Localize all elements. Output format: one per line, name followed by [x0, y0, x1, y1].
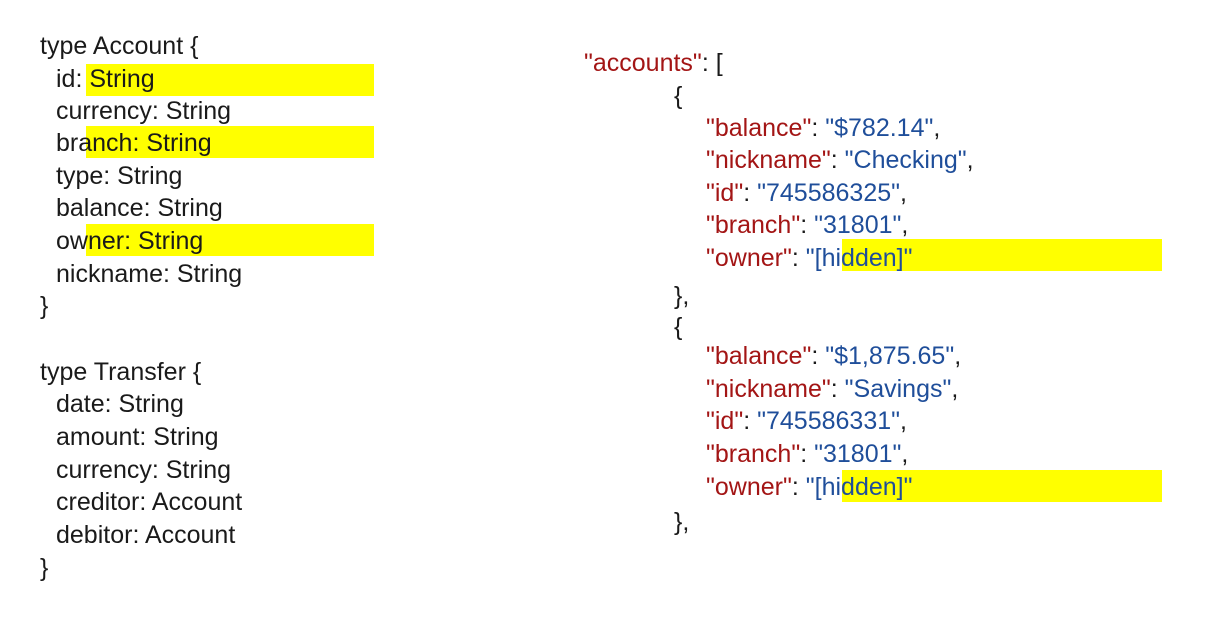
field-text-highlighted: ner: String [87, 227, 204, 255]
transfer-field-amount: amount: String [56, 423, 219, 451]
json-field-id: "id": "745586325", [706, 179, 907, 207]
json-value: "Savings" [844, 375, 952, 403]
highlight-account-owner [86, 224, 374, 256]
json-close-brace: }, [674, 508, 690, 536]
transfer-field-date: date: String [56, 390, 184, 418]
json-accounts-line: "accounts": [ [584, 48, 723, 78]
json-key: "balance" [706, 114, 812, 142]
field-text: balance: String [56, 194, 223, 222]
json-key: "nickname" [706, 375, 831, 403]
highlight-owner-1 [842, 239, 1162, 271]
json-value-highlighted: idden]" [835, 244, 913, 272]
json-value: "745586331" [757, 407, 901, 435]
field-text: ow [56, 227, 88, 255]
json-key: "nickname" [706, 146, 831, 174]
json-key: "balance" [706, 342, 812, 370]
json-field-owner: "owner": "[hidden]" [706, 473, 913, 501]
json-value-highlighted: idden]" [835, 473, 913, 501]
json-field-branch: "branch": "31801", [706, 440, 909, 468]
account-field-currency: currency: String [56, 96, 231, 126]
account-field-owner: owner: String [56, 226, 203, 256]
json-field-balance: "balance": "$1,875.65", [706, 342, 962, 370]
json-value: "[h [805, 244, 836, 272]
json-field-owner: "owner": "[hidden]" [706, 244, 913, 272]
transfer-field-debitor: debitor: Account [56, 521, 236, 549]
field-text-highlighted: nch: String [92, 129, 212, 157]
field-text: nickname: String [56, 260, 243, 288]
highlight-account-branch [86, 126, 374, 158]
field-text: currency: String [56, 97, 232, 125]
type-account-header: type Account { [40, 32, 199, 60]
transfer-field-creditor: creditor: Account [56, 488, 243, 516]
json-field-branch: "branch": "31801", [706, 211, 909, 239]
json-key: "accounts" [584, 49, 702, 77]
json-key: "owner" [706, 244, 792, 272]
account-field-id: id: String [56, 64, 155, 94]
highlight-account-id [86, 64, 374, 96]
json-punct: : [ [701, 49, 723, 77]
json-open-brace: { [674, 82, 683, 110]
account-field-type: type: String [56, 161, 182, 191]
type-transfer-close: } [40, 554, 49, 582]
json-key: "id" [706, 179, 744, 207]
json-field-nickname: "nickname": "Savings", [706, 375, 959, 403]
json-value: "745586325" [757, 179, 901, 207]
field-text-highlighted: String [89, 65, 155, 93]
json-field-id: "id": "745586331", [706, 407, 907, 435]
json-value: "[h [805, 473, 836, 501]
account-field-branch: branch: String [56, 128, 212, 158]
type-account-close: } [40, 292, 49, 320]
type-transfer-header: type Transfer { [40, 358, 202, 386]
transfer-field-currency: currency: String [56, 456, 232, 484]
json-open-brace: { [674, 313, 683, 341]
field-text: id: [56, 65, 90, 93]
json-field-nickname: "nickname": "Checking", [706, 146, 974, 174]
json-value: "31801" [814, 440, 902, 468]
field-text: type: String [56, 162, 183, 190]
json-key: "owner" [706, 473, 792, 501]
json-key: "branch" [706, 211, 801, 239]
json-key: "branch" [706, 440, 801, 468]
highlight-owner-2 [842, 470, 1162, 502]
json-field-balance: "balance": "$782.14", [706, 114, 941, 142]
account-field-nickname: nickname: String [56, 259, 242, 289]
json-key: "id" [706, 407, 744, 435]
json-value: "Checking" [844, 146, 967, 174]
json-value: "$1,875.65" [825, 342, 955, 370]
account-field-balance: balance: String [56, 193, 223, 223]
json-value: "$782.14" [825, 114, 934, 142]
json-value: "31801" [814, 211, 902, 239]
json-close-brace: }, [674, 282, 690, 310]
field-text: bra [56, 129, 93, 157]
